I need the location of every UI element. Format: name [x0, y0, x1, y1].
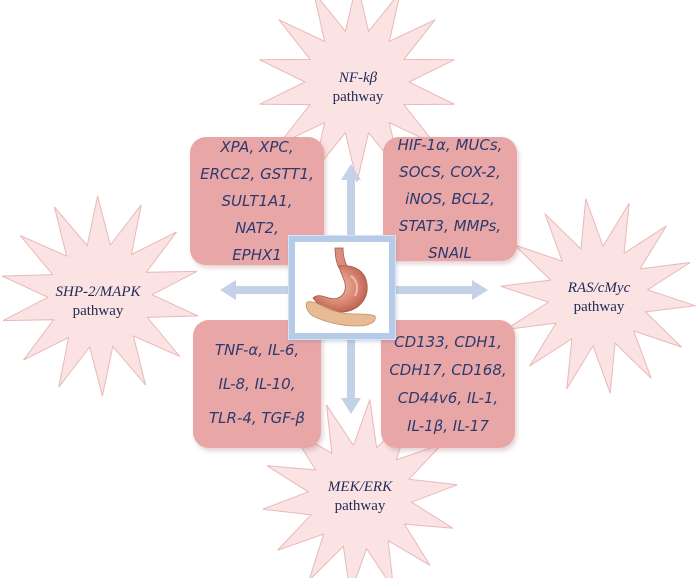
pathway-name: MEK/ERK — [327, 479, 393, 495]
pathway-suffix: pathway — [332, 89, 384, 105]
gene-box-top-right: HIF-1α, MUCs, SOCS, COX-2, iNOS, BCL2, S… — [383, 136, 517, 262]
pathway-name: RAS/cMyc — [567, 280, 631, 296]
pathway-burst-left — [1, 195, 199, 397]
stomach-icon — [305, 247, 376, 327]
gene-line: EPHX1 — [232, 245, 282, 264]
gene-line: TLR-4, TGF-β — [208, 409, 305, 427]
pathway-burst-right — [500, 198, 696, 394]
pathway-label-bottom: MEK/ERK pathway — [328, 478, 392, 516]
pathway-suffix: pathway — [334, 498, 386, 514]
gene-line: IL-1β, IL-17 — [407, 417, 489, 435]
gene-box-bottom-right: CD133, CDH1, CDH17, CD168, CD44v6, IL-1,… — [381, 320, 515, 448]
arrow-up — [341, 164, 361, 238]
pathway-suffix: pathway — [72, 303, 124, 319]
arrow-left — [220, 280, 290, 300]
arrow-down — [341, 338, 361, 414]
arrow-right — [394, 280, 488, 300]
gene-line: CD133, CDH1, — [394, 333, 502, 351]
pathway-burst-top — [259, 0, 455, 183]
gene-box-bottom-left: TNF-α, IL-6, IL-8, IL-10, TLR-4, TGF-β — [193, 320, 321, 448]
gene-line: SULT1A1, — [221, 191, 293, 210]
pathway-suffix: pathway — [573, 299, 625, 315]
gene-line: SNAIL — [428, 243, 472, 262]
gene-line: CD44v6, IL-1, — [397, 389, 499, 407]
gene-line: CDH17, CD168, — [389, 361, 507, 379]
pathway-label-right: RAS/cMyc pathway — [568, 279, 630, 317]
gene-line: STAT3, MMPs, — [398, 216, 502, 235]
center-frame — [288, 235, 396, 340]
gene-line: XPA, XPC, — [220, 137, 294, 156]
gene-line: iNOS, BCL2, — [405, 189, 495, 208]
pathway-label-top: NF-kβ pathway — [333, 69, 384, 107]
gene-line: TNF-α, IL-6, — [214, 341, 300, 359]
gene-line: IL-8, IL-10, — [218, 375, 296, 393]
pathway-label-left: SHP-2/MAPK pathway — [56, 283, 141, 321]
gene-line: HIF-1α, MUCs, — [397, 135, 503, 154]
gene-line: NAT2, — [235, 218, 279, 237]
pathway-name: SHP-2/MAPK — [55, 284, 141, 300]
pathway-name: NF-kβ — [338, 70, 378, 86]
gene-line: SOCS, COX-2, — [399, 162, 501, 181]
gene-line: ERCC2, GSTT1, — [200, 164, 314, 183]
